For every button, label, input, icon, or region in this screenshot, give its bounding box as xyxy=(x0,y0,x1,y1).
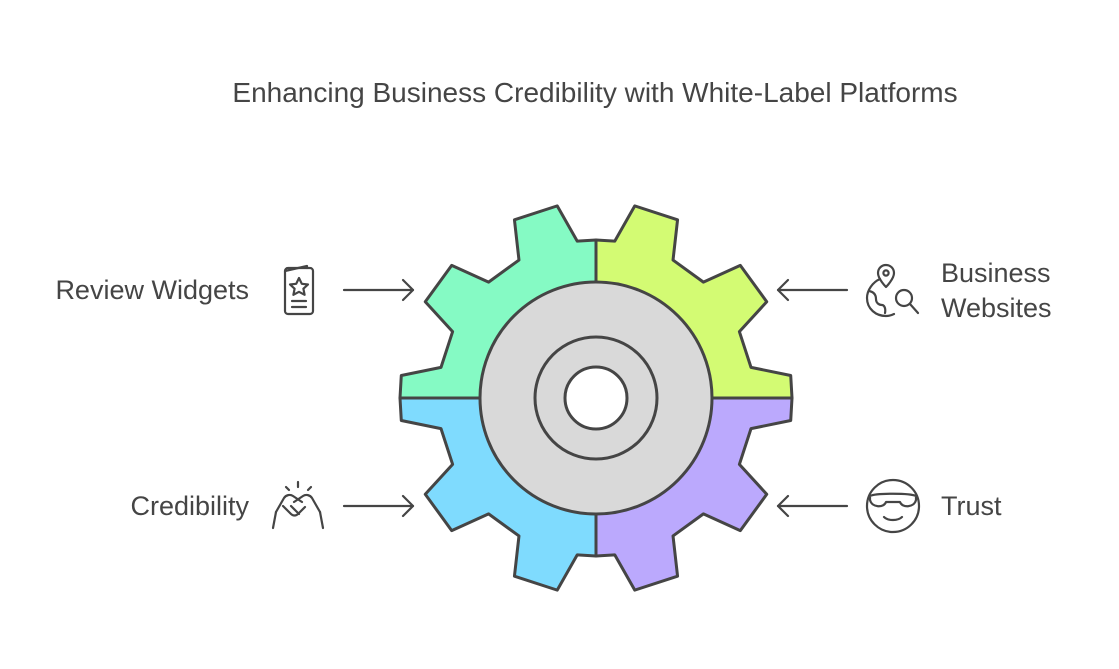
diagram-title: Enhancing Business Credibility with Whit… xyxy=(232,77,957,108)
gear-center-hole xyxy=(563,365,629,431)
label-trust: Trust xyxy=(941,491,1002,521)
item-review-widgets: Review Widgets xyxy=(55,264,415,316)
label-business-websites-line1: Business xyxy=(941,258,1051,288)
gear xyxy=(398,204,794,592)
arrow-review-widgets xyxy=(342,278,415,302)
label-business-websites-line2: Websites xyxy=(941,293,1052,323)
arrow-business-websites xyxy=(776,278,849,302)
handshake-icon xyxy=(271,480,325,530)
review-card-icon xyxy=(283,264,315,316)
label-review-widgets: Review Widgets xyxy=(55,275,249,305)
label-credibility: Credibility xyxy=(130,491,249,521)
arrow-trust xyxy=(776,494,849,518)
item-trust: Trust xyxy=(776,478,1002,534)
item-credibility: Credibility xyxy=(130,480,415,530)
face-with-glasses-icon xyxy=(865,478,921,534)
gear-hub-ring xyxy=(533,335,659,461)
arrow-credibility xyxy=(342,494,415,518)
globe-search-icon xyxy=(865,263,920,318)
item-business-websites: Business Websites xyxy=(776,258,1052,323)
